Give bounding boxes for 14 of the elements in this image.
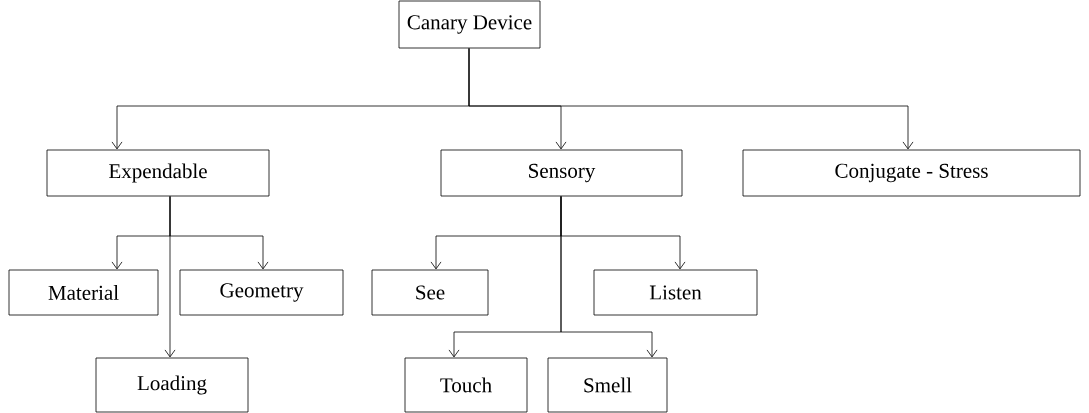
label-box: Material bbox=[8, 269, 159, 316]
label-box: Smell bbox=[547, 357, 668, 413]
label-box: Loading bbox=[95, 357, 249, 413]
label-box: Conjugate - Stress bbox=[742, 149, 1081, 197]
label-box: Sensory bbox=[440, 149, 683, 197]
arrow bbox=[164, 196, 176, 358]
arrow bbox=[468, 48, 914, 150]
label-box: Listen bbox=[593, 269, 758, 316]
label-box: See bbox=[371, 269, 489, 316]
label-box: Expendable bbox=[46, 149, 270, 197]
arrow bbox=[560, 196, 658, 358]
label-box: Geometry bbox=[179, 269, 344, 316]
label-box: Canary Device bbox=[398, 0, 541, 49]
label-box: Touch bbox=[404, 357, 528, 413]
